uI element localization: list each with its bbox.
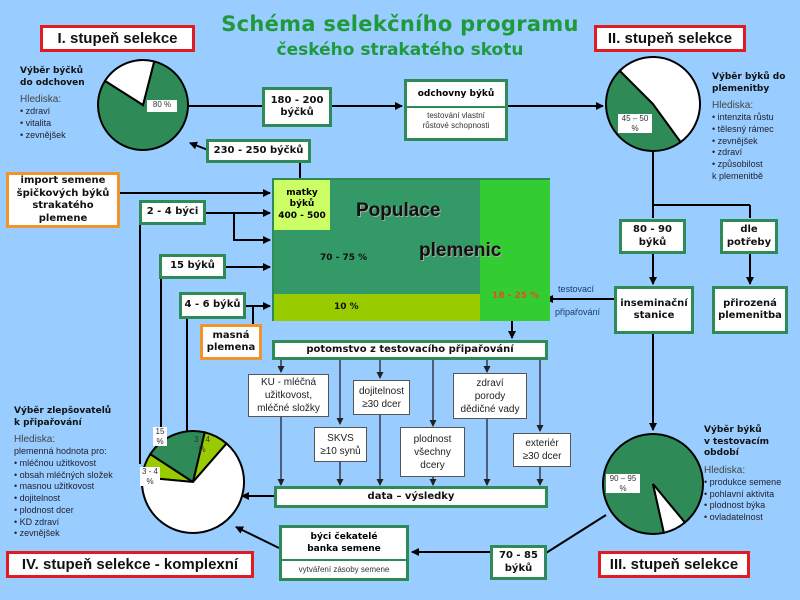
population-title-1: Populace — [356, 200, 441, 221]
box-data-vysledky: data – výsledky — [274, 486, 548, 508]
trait-dojitelnost: dojitelnost≥30 dcer — [353, 380, 410, 415]
edge-label-testovaci: testovací — [558, 284, 595, 294]
population-title-2: plemenic — [419, 240, 502, 261]
pie-stage1 — [97, 59, 189, 151]
pie2-rest-slice — [618, 56, 701, 144]
diagram-title: Schéma selekčního programu — [221, 12, 579, 36]
criteria-list: Hlediska: • intenzita růstu• tělesný rám… — [712, 100, 774, 181]
cekatele-subtitle: vytváření zásoby semene — [298, 565, 390, 574]
trait-exterier: exteriér≥30 dcer — [513, 433, 571, 467]
main-zone-percent: 70 - 75 % — [320, 253, 368, 263]
box-15-byku: 15 býků — [159, 254, 226, 279]
criteria-list: Hlediska: plemenná hodnota pro:• mléčnou… — [14, 434, 113, 539]
stage-2-label: II. stupeň selekce — [594, 25, 746, 52]
pie2-label: 45 – 50% — [618, 114, 652, 134]
box-2-4-byci: 2 - 4 býci — [139, 200, 206, 225]
criteria-list: Hlediska: • zdraví• vitalita• zevnějšek — [20, 94, 66, 140]
trait-skvs: SKVS≥10 synů — [314, 427, 367, 462]
pie4-label-import: 3 - 4% — [193, 435, 210, 454]
stage-1-label: I. stupeň selekce — [40, 25, 195, 52]
box-potomstvo: potomstvo z testovacího připařování — [272, 340, 548, 360]
criteria-list: Hlediska: • produkce semene• pohlavní ak… — [704, 465, 782, 523]
beef-zone-percent: 10 % — [334, 302, 359, 312]
pie4-rest-slice — [141, 442, 245, 534]
arrow-230-to-pie1 — [189, 141, 209, 151]
test-zone-percent: 18 - 25 % — [492, 291, 540, 301]
pie-stage2 — [605, 56, 701, 152]
box-4-6-byku: 4 - 6 býků — [179, 292, 246, 319]
edge-label-pripar: připařování — [555, 307, 601, 317]
pie4-label-main: 15% — [153, 427, 167, 447]
pie-stage4 — [141, 430, 245, 534]
box-230-250-bycku: 230 - 250 býčků — [206, 139, 311, 163]
stage-3-label: III. stupeň selekce — [598, 551, 750, 578]
pie1-label: 80 % — [147, 100, 177, 112]
pie1-rest-slice — [103, 59, 156, 107]
beef-zone — [274, 294, 480, 321]
pie4-label-beef: 3 - 4% — [140, 467, 160, 487]
diagram-subtitle: českého strakatého skotu — [276, 40, 524, 60]
pie3-rest-slice — [652, 483, 687, 534]
odchovny-title: odchovny býků — [407, 82, 505, 108]
pie-stage3 — [602, 433, 704, 535]
stage-4-label: IV. stupeň selekce - komplexní — [6, 551, 254, 578]
test-zone — [480, 180, 550, 321]
pie3-label: 90 – 95% — [606, 474, 640, 494]
